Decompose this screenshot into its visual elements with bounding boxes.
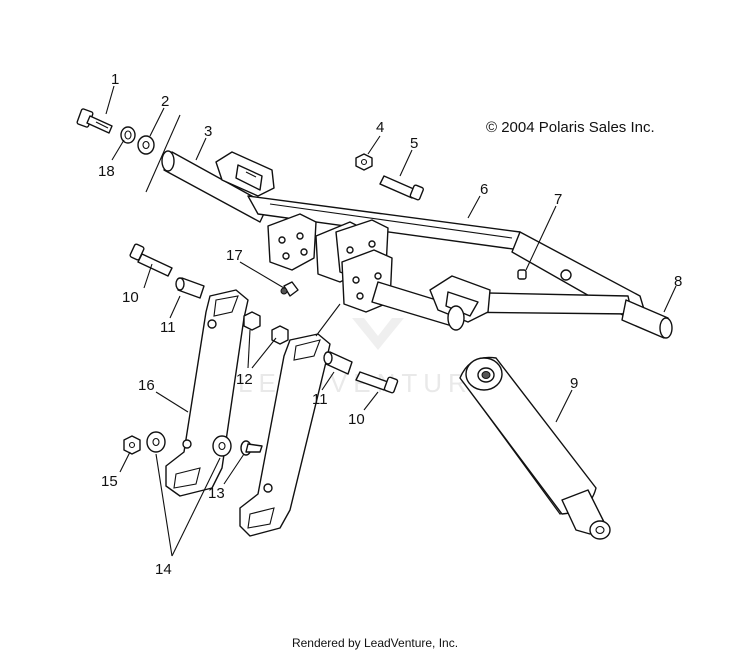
- part-16-link-arm[interactable]: [165, 289, 249, 497]
- mounting-plates[interactable]: [267, 213, 393, 313]
- part-7-grease-fitting[interactable]: [517, 269, 527, 280]
- callout-13: 13: [208, 485, 225, 502]
- part-18-washer[interactable]: [120, 126, 136, 144]
- part-9-shock-absorber[interactable]: [459, 356, 611, 540]
- part-10-bolt-upper[interactable]: [129, 243, 173, 277]
- callout-15: 15: [101, 473, 118, 490]
- link-arm-right[interactable]: [239, 333, 331, 537]
- part-12-nut-b[interactable]: [271, 325, 289, 345]
- callout-6: 6: [480, 181, 488, 198]
- part-11-bushing-lower[interactable]: [323, 351, 353, 375]
- callout-17: 17: [226, 247, 243, 264]
- part-3-pivot-shaft[interactable]: [161, 150, 275, 223]
- lower-shaft[interactable]: [371, 275, 491, 331]
- part-13-bolt[interactable]: [240, 440, 263, 456]
- callout-1: 1: [111, 71, 119, 88]
- callout-7: 7: [554, 191, 562, 208]
- part-11-bushing-upper[interactable]: [175, 277, 205, 299]
- part-17-grease-fitting[interactable]: [280, 281, 299, 297]
- callout-16: 16: [138, 377, 155, 394]
- callout-18: 18: [98, 163, 115, 180]
- callout-14: 14: [155, 561, 172, 578]
- callout-12: 12: [236, 371, 253, 388]
- callout-8: 8: [674, 273, 682, 290]
- callout-10-lower: 10: [348, 411, 365, 428]
- leader-lines: [105, 85, 677, 557]
- callout-11-lower: 11: [312, 391, 328, 408]
- part-2-washer[interactable]: [137, 135, 155, 155]
- part-12-nut-a[interactable]: [243, 311, 261, 331]
- callout-11-upper: 11: [160, 319, 176, 336]
- callout-2: 2: [161, 93, 169, 110]
- callout-4: 4: [376, 119, 384, 136]
- callout-9: 9: [570, 375, 578, 392]
- callout-labels: 1 2 3 4 5 6 7 8 9 10 10 11 11 12 13 14 1…: [98, 71, 682, 578]
- part-14-washer-b[interactable]: [212, 435, 232, 457]
- callout-10-upper: 10: [122, 289, 139, 306]
- part-1-bolt[interactable]: [76, 108, 113, 134]
- footer-credit: Rendered by LeadVenture, Inc.: [291, 636, 459, 650]
- part-10-bolt-lower[interactable]: [355, 371, 399, 394]
- part-8-rear-shaft[interactable]: [621, 299, 673, 339]
- part-5-bolt[interactable]: [379, 175, 424, 201]
- callout-3: 3: [204, 123, 212, 140]
- part-4-nut[interactable]: [355, 153, 373, 171]
- part-15-nut[interactable]: [123, 435, 141, 455]
- part-14-washer-a[interactable]: [146, 431, 166, 453]
- callout-5: 5: [410, 135, 418, 152]
- separator-line: [145, 114, 181, 193]
- copyright-text: © 2004 Polaris Sales Inc.: [486, 119, 655, 136]
